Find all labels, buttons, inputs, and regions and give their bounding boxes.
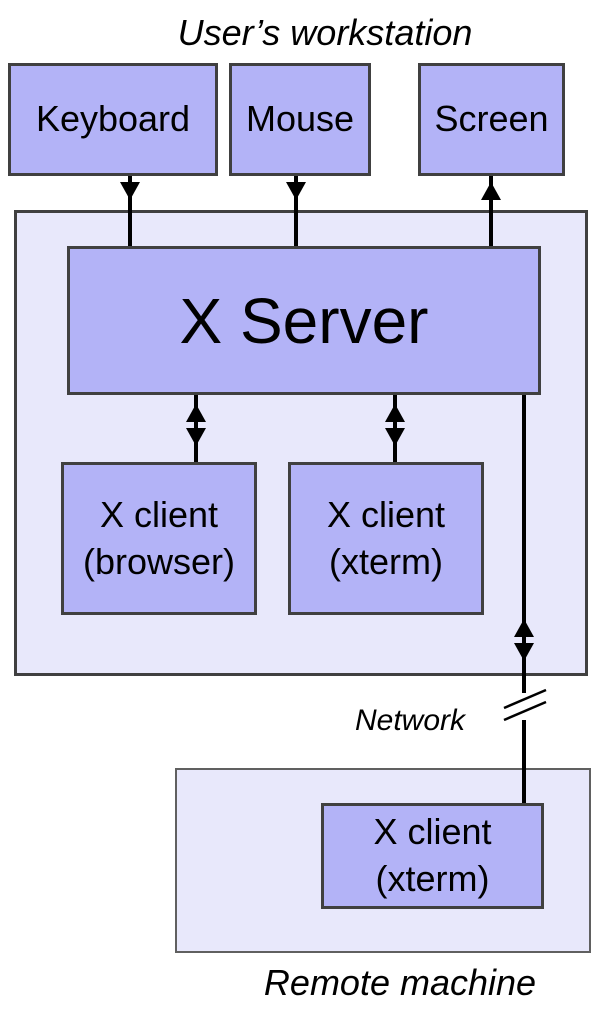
keyboard-label: Keyboard [35,98,191,140]
x-client-xterm-local-box: X client (xterm) [288,462,484,615]
browser-arrow-down-icon [186,428,206,446]
x-client-xterm-remote-box: X client (xterm) [321,803,544,909]
x-server-label: X Server [179,284,429,357]
network-label: Network [355,704,466,737]
keyboard-arrow-down-icon [120,182,140,200]
remote-machine-title: Remote machine [263,962,537,1003]
x-server-box: X Server [67,246,541,395]
x-client-browser-line2: (browser) [82,540,235,582]
network-arrow-up-icon [514,619,534,637]
mouse-box: Mouse [229,63,371,176]
browser-arrow-up-icon [186,404,206,422]
network-break-mark-1 [503,688,547,710]
screen-label: Screen [434,98,549,140]
x-client-browser-line1: X client [99,493,219,535]
screen-box: Screen [418,63,565,176]
network-arrow-down-icon [514,643,534,661]
x-client-xterm-remote-line2: (xterm) [375,858,490,899]
x-client-xterm-local-line2: (xterm) [329,540,443,582]
x-client-xterm-local-line1: X client [326,493,446,535]
x-client-xterm-remote-line1: X client [373,811,492,853]
xterm-arrow-up-icon [385,404,405,422]
mouse-label: Mouse [245,98,355,140]
keyboard-box: Keyboard [8,63,218,176]
screen-arrow-up-icon [481,182,501,200]
xterm-arrow-down-icon [385,428,405,446]
workstation-title: User’s workstation [177,12,473,53]
x-client-browser-box: X client (browser) [61,462,257,615]
network-break-mark-2 [503,700,547,722]
mouse-arrow-down-icon [286,182,306,200]
